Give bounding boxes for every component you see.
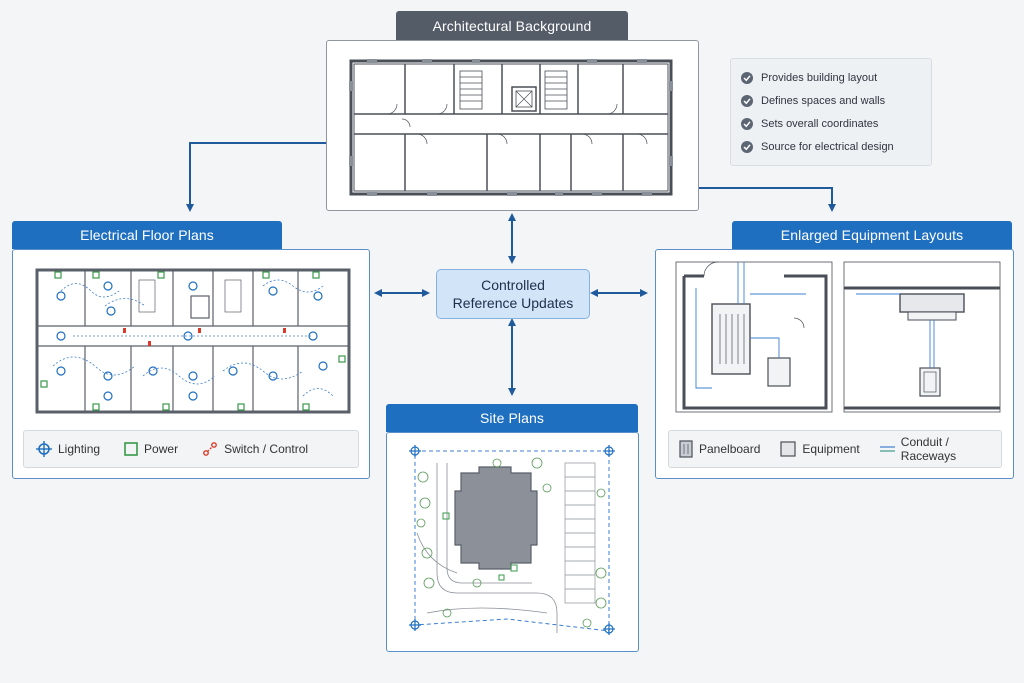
electrical-title: Electrical Floor Plans: [12, 221, 282, 249]
equipment-title: Enlarged Equipment Layouts: [732, 221, 1012, 249]
electrical-legend: Lighting Power Switch / Control: [23, 430, 359, 468]
check-icon: [741, 94, 753, 107]
panelboard-icon: [679, 440, 693, 458]
legend-lighting: Lighting: [36, 441, 100, 457]
legend-conduit: Conduit / Raceways: [879, 435, 1001, 463]
architectural-panel: [326, 40, 699, 211]
architectural-title: Architectural Background: [396, 11, 628, 40]
note-item: Sets overall coordinates: [731, 112, 931, 135]
arrow-arch-to-equipment: [697, 187, 836, 212]
legend-panelboard: Panelboard: [679, 440, 760, 458]
switch-icon: [203, 442, 217, 456]
architectural-floor-plan: [349, 59, 673, 196]
note-item: Defines spaces and walls: [731, 89, 931, 112]
legend-equipment: Equipment: [780, 441, 860, 457]
equipment-panel: Panelboard Equipment Conduit / Raceways: [655, 249, 1014, 479]
note-item: Source for electrical design: [731, 135, 931, 158]
site-title: Site Plans: [386, 404, 638, 432]
note-item: Provides building layout: [731, 66, 931, 89]
lighting-icon: [36, 441, 52, 457]
architectural-notes: Provides building layout Defines spaces …: [730, 58, 932, 166]
equipment-layout-drawings: [675, 261, 1001, 413]
check-icon: [741, 71, 753, 84]
site-plan-drawing: [409, 445, 615, 635]
legend-power: Power: [124, 442, 178, 456]
power-icon: [124, 442, 138, 456]
site-panel: [386, 432, 639, 652]
conduit-icon: [879, 446, 895, 452]
check-icon: [741, 140, 753, 153]
legend-switch: Switch / Control: [202, 441, 308, 457]
check-icon: [741, 117, 753, 130]
controlled-reference-updates: Controlled Reference Updates: [436, 269, 590, 319]
equipment-legend: Panelboard Equipment Conduit / Raceways: [668, 430, 1002, 468]
equipment-icon: [780, 441, 796, 457]
electrical-floor-plan: [35, 268, 351, 414]
electrical-panel: Lighting Power Switch / Control: [12, 249, 370, 479]
arrow-arch-to-electrical: [186, 142, 326, 212]
